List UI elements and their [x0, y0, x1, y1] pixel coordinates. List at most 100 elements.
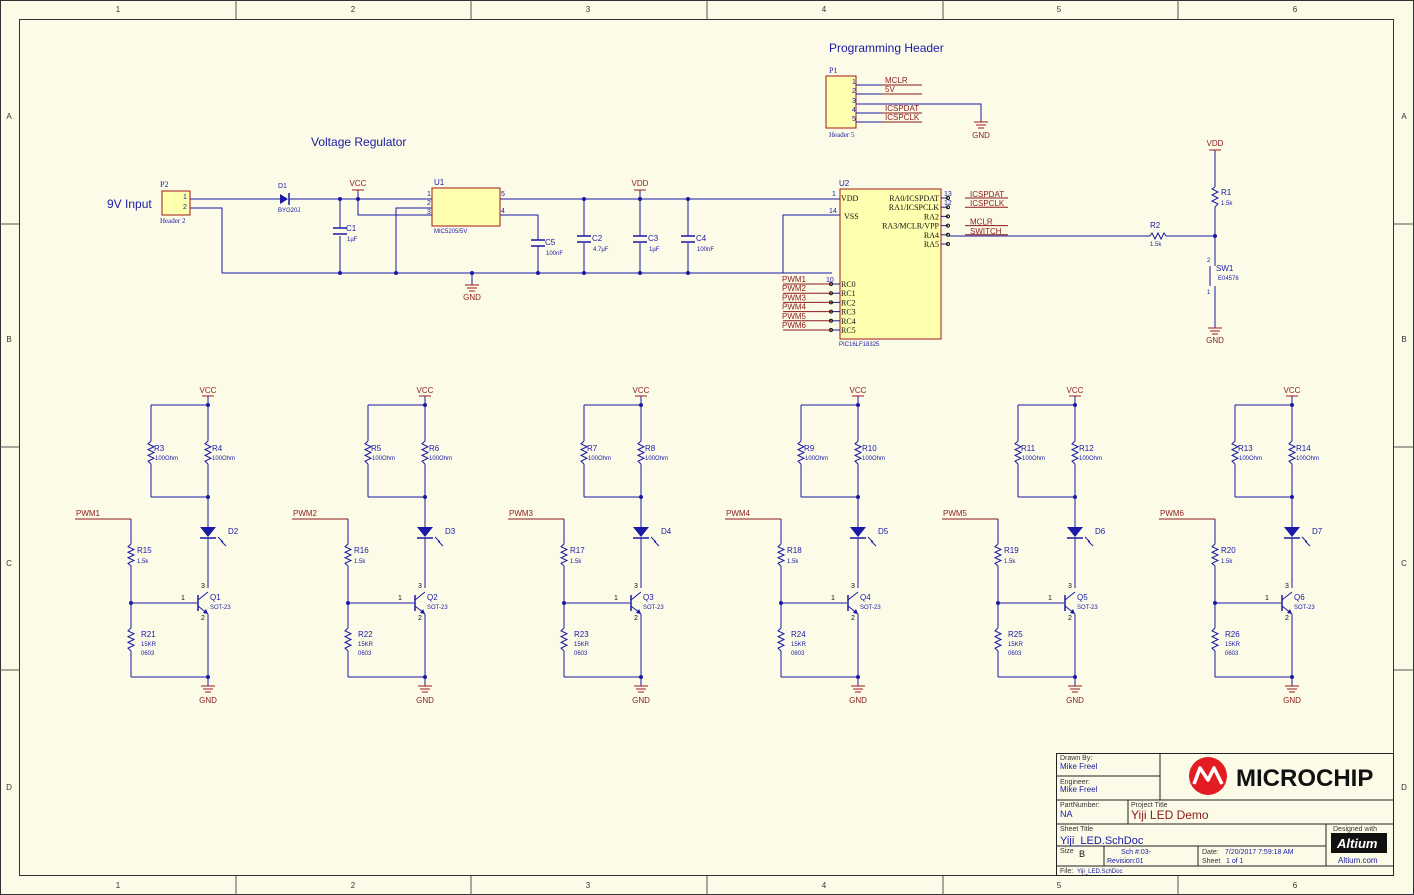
p2-header: P2 Header 2 1 2 [160, 180, 191, 225]
resistor-value: 100Ohm [588, 456, 611, 462]
led-ref: D4 [661, 527, 672, 536]
gnd-label: GND [1283, 696, 1301, 705]
transistor-ref: Q2 [427, 593, 438, 602]
p2-pin-1: 1 [183, 194, 187, 201]
transistor-package: SOT-23 [860, 605, 881, 611]
u2-net-label: MCLR [970, 218, 993, 227]
top-junctions [338, 197, 1217, 275]
capacitor-value: 4.7µF [593, 247, 609, 253]
sheet-title-label: Sheet Title [1060, 826, 1093, 833]
resistor-ref: R24 [791, 630, 806, 639]
u2-pin-name: RA1/ICSPCLK [889, 203, 939, 212]
gnd-label: GND [416, 696, 434, 705]
u2-net-label: PWM3 [782, 293, 807, 302]
size-label: Size [1060, 848, 1074, 855]
resistor-value: 100Ohm [1079, 456, 1102, 462]
led-channel: VCCR13100OhmR14100OhmD7PWM6R201.5kR2615K… [1159, 386, 1323, 705]
u2-pin-name: RA5 [924, 240, 939, 249]
resistor-ref: R8 [645, 444, 656, 453]
resistor-value: 100Ohm [1296, 456, 1319, 462]
d1-part: BYG20J [278, 208, 300, 214]
resistor-ref: R9 [804, 444, 815, 453]
transistor-ref: Q5 [1077, 593, 1088, 602]
p1-net-label: MCLR [885, 76, 908, 85]
u1-part: MIC5205/5V [434, 229, 467, 235]
led-channel: VCCR7100OhmR8100OhmD4PWM3R171.5kR2315KR0… [508, 386, 672, 705]
zone-col-bottom: 6 [1293, 881, 1298, 890]
capacitor-c2: C2 4.7µF [577, 234, 609, 253]
designed-with: Designed with [1333, 826, 1377, 833]
d1-ref: D1 [278, 183, 287, 190]
u2-pin-number: 13 [944, 191, 952, 198]
gnd-symbol [201, 685, 215, 693]
transistor-pin: 3 [1068, 583, 1072, 590]
resistor-package: 0603 [574, 651, 588, 657]
p1-ref: P1 [829, 66, 837, 75]
vcc-label: VCC [1284, 386, 1301, 395]
resistor-ref: R19 [1004, 546, 1019, 555]
vcc-symbol: VCC [350, 179, 367, 191]
resistor-ref: R12 [1079, 444, 1094, 453]
resistor-value: 15KR [1225, 642, 1241, 648]
capacitor-value: 100nF [546, 251, 563, 257]
resistor-value: 15KR [791, 642, 807, 648]
sw1-ref: SW1 [1216, 264, 1234, 273]
sw1-switch: SW1 E04576 2 1 [1207, 258, 1239, 296]
resistor-package: 0603 [141, 651, 155, 657]
led [633, 527, 660, 547]
u2-pin-name: RA2 [924, 212, 939, 221]
zone-col-bottom: 1 [116, 881, 121, 890]
transistor-pin: 3 [634, 583, 638, 590]
u1-pin-3: 3 [427, 209, 431, 216]
vcc-label: VCC [1067, 386, 1084, 395]
transistor-pin: 1 [1048, 595, 1052, 602]
u2-part: PIC16LF18325 [839, 342, 880, 348]
resistor-package: 0603 [1225, 651, 1239, 657]
transistor-pin: 1 [1265, 595, 1269, 602]
r2-ref: R2 [1150, 221, 1161, 230]
led-channel: VCCR3100OhmR4100OhmD2PWM1R151.5kR2115KR0… [75, 386, 239, 705]
u2-pin-name: RA0/ICSPDAT [889, 194, 939, 203]
zone-col-top: 1 [116, 5, 121, 14]
u2-net-label: PWM1 [782, 275, 807, 284]
resistor-ref: R22 [358, 630, 373, 639]
revision: Revision:01 [1107, 858, 1144, 865]
resistor-value: 1.5k [570, 559, 582, 565]
zone-row-right: C [1401, 559, 1407, 568]
transistor-pin: 1 [181, 595, 185, 602]
pwm-net-label: PWM3 [509, 509, 534, 518]
led-ref: D3 [445, 527, 456, 536]
gnd-symbol [1285, 685, 1299, 693]
capacitor-ref: C2 [592, 234, 603, 243]
zone-col-top: 3 [586, 5, 591, 14]
led-channel: VCCR5100OhmR6100OhmD3PWM2R161.5kR2215KR0… [292, 386, 456, 705]
r2-value: 1.5k [1150, 242, 1162, 248]
gnd-label: GND [1206, 336, 1224, 345]
transistor [630, 591, 642, 615]
u2-pin-vdd-num: 1 [832, 191, 836, 198]
u2-net-label: PWM2 [782, 284, 807, 293]
zone-col-bottom: 4 [822, 881, 827, 890]
transistor-ref: Q6 [1294, 593, 1305, 602]
transistor-package: SOT-23 [1077, 605, 1098, 611]
sch-number: Sch #:03- [1121, 849, 1152, 856]
u2-pin-name: RA4 [924, 231, 939, 240]
sw1-pin-2: 2 [1207, 258, 1211, 264]
resistor-ref: R25 [1008, 630, 1023, 639]
resistor-value: 1.5k [1221, 559, 1233, 565]
vdd-label: VDD [1207, 139, 1224, 148]
led-ref: D7 [1312, 527, 1323, 536]
gnd-label: GND [1066, 696, 1084, 705]
transistor-pin: 2 [418, 615, 422, 622]
resistor-ref: R18 [787, 546, 802, 555]
u1-pin-5: 5 [501, 191, 505, 198]
part-number-label: PartNumber: [1060, 802, 1100, 809]
u2-pin-name: RC4 [841, 317, 856, 326]
